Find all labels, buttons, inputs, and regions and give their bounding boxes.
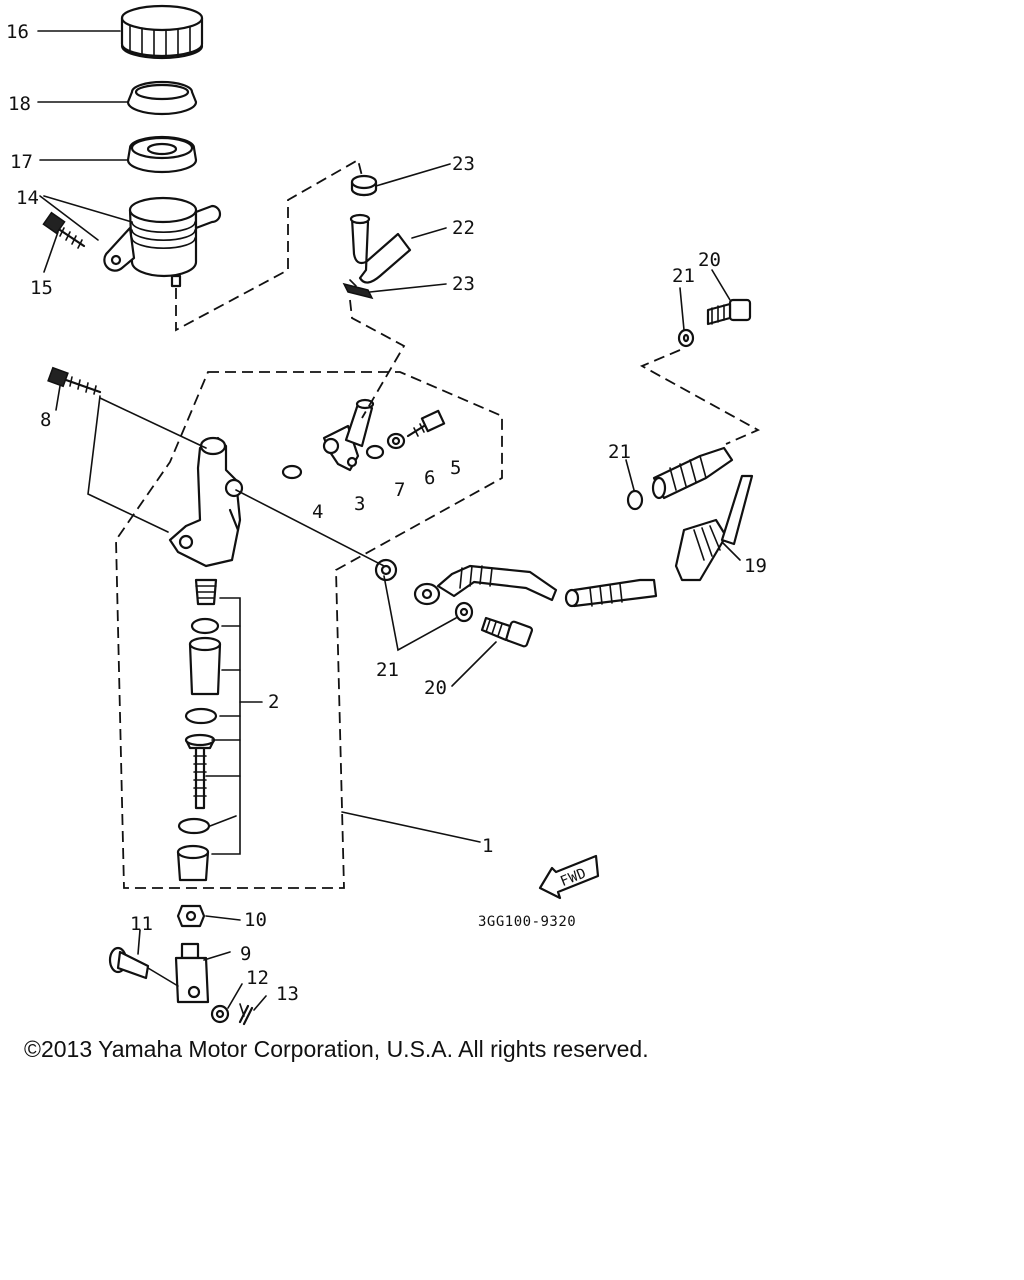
piston-kit-part bbox=[176, 578, 222, 882]
label-2: 2 bbox=[268, 691, 279, 713]
o-ring-4-part bbox=[281, 464, 303, 480]
label-1: 1 bbox=[482, 835, 493, 857]
bolt-8-part bbox=[47, 366, 102, 395]
label-21-upper: 21 bbox=[672, 265, 695, 287]
diaphragm-holder-part bbox=[126, 135, 198, 174]
label-19: 19 bbox=[744, 555, 767, 577]
label-23-upper: 23 bbox=[452, 153, 475, 175]
label-11: 11 bbox=[130, 913, 153, 935]
assembly-boundary bbox=[115, 371, 503, 889]
connector-lines bbox=[87, 158, 761, 1017]
label-16: 16 bbox=[6, 21, 29, 43]
washer-upper-21-part bbox=[677, 328, 695, 348]
label-10: 10 bbox=[244, 909, 267, 931]
label-5: 5 bbox=[450, 457, 461, 479]
label-8: 8 bbox=[40, 409, 51, 431]
washer-6-part bbox=[386, 432, 406, 450]
label-20-upper: 20 bbox=[698, 249, 721, 271]
screw-15-part bbox=[42, 211, 86, 249]
brake-hose-part bbox=[413, 446, 754, 608]
label-3: 3 bbox=[354, 493, 365, 515]
label-21-mid: 21 bbox=[608, 441, 631, 463]
washer-mid-21-part bbox=[626, 489, 644, 511]
nut-10-part bbox=[176, 904, 206, 928]
reservoir-hose-part bbox=[349, 213, 412, 284]
diagram-code: 3GG100-9320 bbox=[478, 914, 576, 930]
diaphragm-part bbox=[126, 80, 198, 116]
joint-9-part bbox=[174, 942, 210, 1004]
washer-7-part bbox=[365, 444, 385, 460]
fwd-arrow-icon: FWD bbox=[538, 854, 600, 900]
label-17: 17 bbox=[10, 151, 33, 173]
label-4: 4 bbox=[312, 501, 323, 523]
label-23-lower: 23 bbox=[452, 273, 475, 295]
leader-lines bbox=[37, 30, 741, 1011]
label-14: 14 bbox=[16, 187, 39, 209]
label-12: 12 bbox=[246, 967, 269, 989]
label-6: 6 bbox=[424, 467, 435, 489]
union-bolt-upper-part bbox=[706, 298, 752, 326]
label-13: 13 bbox=[276, 983, 299, 1005]
union-bolt-lower-part bbox=[480, 616, 534, 648]
label-22: 22 bbox=[452, 217, 475, 239]
reservoir-cap-part bbox=[120, 4, 204, 60]
hose-clamp-upper-part bbox=[350, 174, 378, 197]
part-labels: 16 18 17 14 15 23 22 23 21 20 8 4 3 7 6 … bbox=[6, 21, 767, 1005]
label-7: 7 bbox=[394, 479, 405, 501]
label-20-lower: 20 bbox=[424, 677, 447, 699]
master-cylinder-body-part bbox=[168, 436, 244, 568]
label-21-lower: 21 bbox=[376, 659, 399, 681]
washer-lower-21-part bbox=[454, 601, 474, 623]
inlet-fitting-3-part bbox=[322, 398, 375, 472]
washer-12-part bbox=[210, 1004, 230, 1024]
hose-clamp-lower-part bbox=[342, 279, 374, 300]
label-15: 15 bbox=[30, 277, 53, 299]
copyright-notice: ©2013 Yamaha Motor Corporation, U.S.A. A… bbox=[24, 1036, 649, 1062]
label-9: 9 bbox=[240, 943, 251, 965]
reservoir-tank-part bbox=[103, 196, 222, 288]
bolt-5-part bbox=[406, 409, 446, 438]
pin-11-part bbox=[108, 946, 150, 980]
label-18: 18 bbox=[8, 93, 31, 115]
